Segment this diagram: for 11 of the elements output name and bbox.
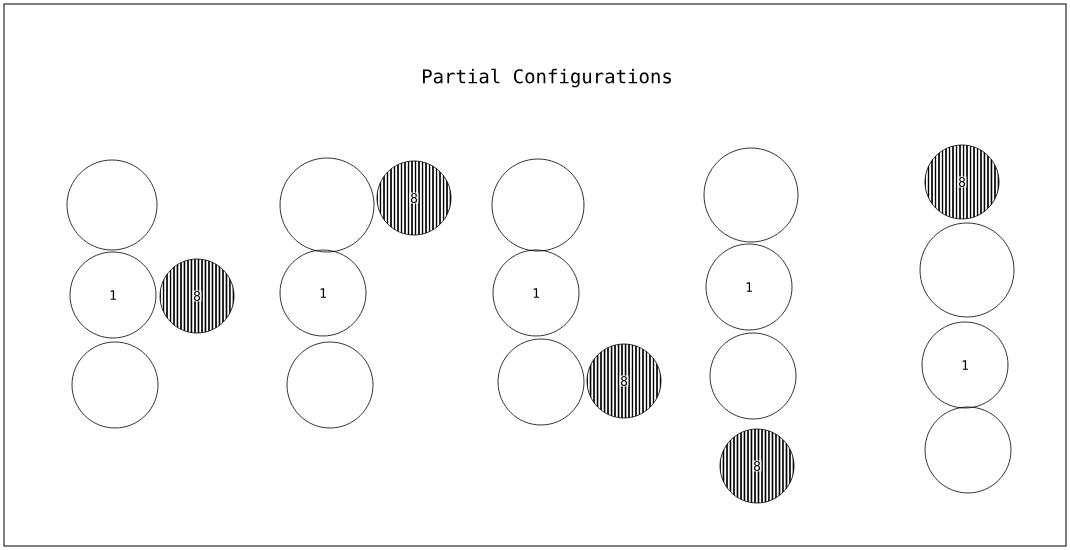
circle xyxy=(71,341,159,429)
title: Partial Configurations xyxy=(423,68,671,88)
circle xyxy=(66,159,158,251)
circle xyxy=(279,157,375,253)
circle xyxy=(286,341,374,429)
circle xyxy=(497,338,585,426)
circle xyxy=(703,147,799,243)
circle xyxy=(491,158,585,252)
circle xyxy=(709,332,797,420)
circle xyxy=(924,406,1012,494)
circle xyxy=(919,222,1015,318)
